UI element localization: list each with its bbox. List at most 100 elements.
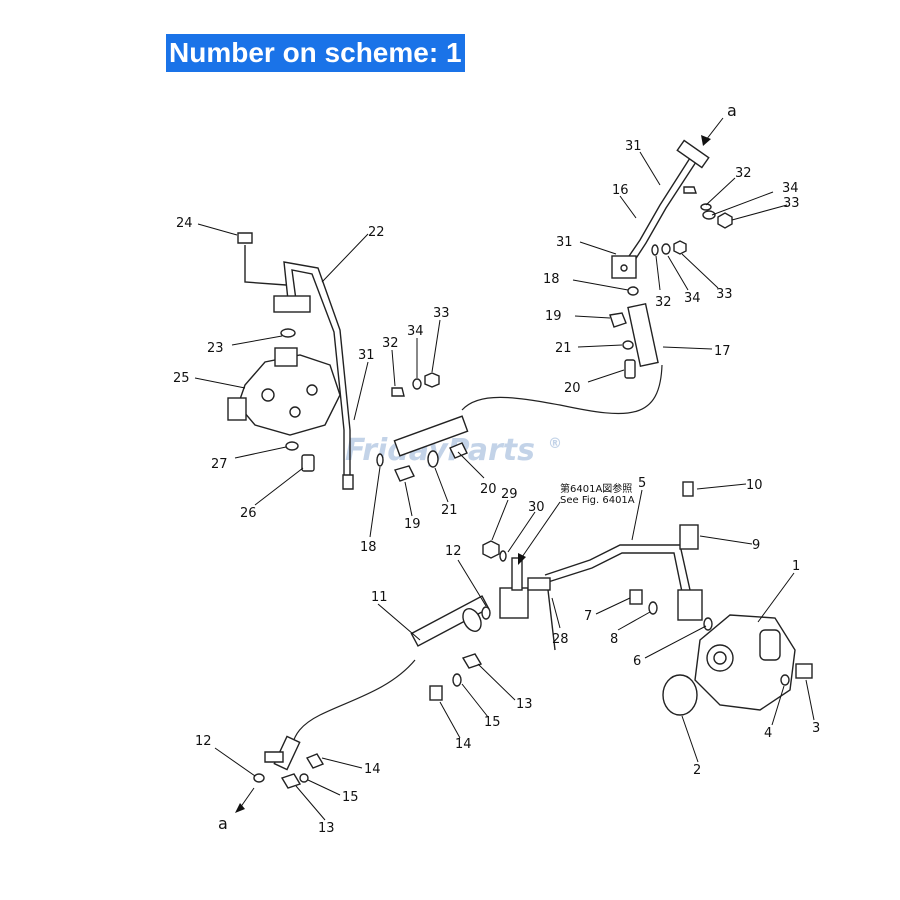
callout-21-left: 21	[441, 503, 458, 518]
callout-15-low: 15	[342, 790, 359, 805]
callout-22: 22	[368, 225, 385, 240]
callout-7: 7	[584, 609, 592, 624]
watermark-registered-mark: ®	[548, 436, 562, 452]
callout-a-top: a	[727, 101, 737, 120]
hardware-left	[376, 372, 469, 482]
callout-31-mid: 31	[556, 235, 573, 250]
hose-17-fitting	[627, 302, 659, 368]
callout-17: 17	[714, 344, 731, 359]
callout-34-mid: 34	[684, 291, 701, 306]
o-ring-2	[662, 674, 698, 716]
pipe-22-assembly	[237, 232, 354, 490]
callout-24: 24	[176, 216, 193, 231]
bolt-14-mid	[429, 685, 443, 701]
bolt-14-low	[305, 753, 325, 769]
callout-11: 11	[371, 590, 388, 605]
nut-33-left	[424, 372, 440, 388]
hose-end-fitting-left	[393, 415, 469, 457]
callout-15-mid: 15	[484, 715, 501, 730]
callout-28: 28	[552, 632, 569, 647]
hardware-top	[627, 203, 733, 296]
pipe-5-assembly	[482, 481, 713, 651]
bolt-10	[682, 481, 694, 497]
o-ring-23	[280, 328, 296, 338]
bolt-20-right	[624, 359, 636, 379]
note-line-en: See Fig. 6401A	[560, 495, 635, 506]
bolt-26	[301, 454, 315, 472]
callout-3: 3	[812, 721, 820, 736]
callout-13-mid: 13	[516, 697, 533, 712]
callout-19-left: 19	[404, 517, 421, 532]
callout-14-low: 14	[364, 762, 381, 777]
nut-29	[482, 540, 500, 559]
callout-9: 9	[752, 538, 760, 553]
callout-30: 30	[528, 500, 545, 515]
callout-1: 1	[792, 559, 800, 574]
note-line-jp: 第6401A図参照	[560, 482, 632, 495]
o-ring-18-left	[376, 453, 384, 467]
hose-17	[461, 302, 663, 415]
callout-10: 10	[746, 478, 763, 493]
o-ring-12-low	[253, 773, 265, 783]
callout-12-low: 12	[195, 734, 212, 749]
clamp-13-low	[280, 773, 302, 789]
callout-25: 25	[173, 371, 190, 386]
callout-19-right: 19	[545, 309, 562, 324]
bracket-30	[511, 557, 523, 591]
washer-21-right	[622, 340, 634, 350]
callout-33-mid: 33	[716, 287, 733, 302]
clamp-19-right	[609, 312, 627, 328]
washer-21-left	[427, 450, 439, 468]
callout-4: 4	[764, 726, 772, 741]
flange-28	[499, 587, 529, 619]
bracket-9	[679, 524, 699, 550]
bolt-7	[629, 589, 643, 605]
flange-top	[676, 139, 710, 169]
bolt-24	[237, 232, 253, 244]
callout-32-left: 32	[382, 336, 399, 351]
callout-leaders	[194, 117, 815, 821]
pipe-16-assembly	[611, 139, 710, 279]
callout-16: 16	[612, 183, 629, 198]
nut-33-mid	[673, 240, 687, 255]
callout-29: 29	[501, 487, 518, 502]
hydraulic-pump-1	[662, 614, 813, 716]
callout-20-right: 20	[564, 381, 581, 396]
washer-8	[648, 601, 658, 615]
callout-32-top: 32	[735, 166, 752, 181]
o-ring-18-right	[627, 286, 639, 296]
callout-20-left: 20	[480, 482, 497, 497]
callout-21-right: 21	[555, 341, 572, 356]
flange-pump-side	[677, 589, 703, 621]
callout-6: 6	[633, 654, 641, 669]
flange-22	[273, 295, 311, 313]
callout-13-low: 13	[318, 821, 335, 836]
clamp-19-left	[394, 465, 415, 482]
callout-33-top: 33	[783, 196, 800, 211]
o-ring-6	[703, 617, 713, 631]
callout-31-left: 31	[358, 348, 375, 363]
callout-26: 26	[240, 506, 257, 521]
callout-23: 23	[207, 341, 224, 356]
pipe-22-end	[342, 474, 354, 490]
callout-2: 2	[693, 763, 701, 778]
callout-12-mid: 12	[445, 544, 462, 559]
o-ring-12-mid	[481, 606, 491, 620]
nut-33-top	[717, 212, 733, 229]
callout-33-left: 33	[433, 306, 450, 321]
clamp-31-top	[683, 186, 697, 194]
bolt-3	[795, 663, 813, 679]
callout-a-low: a	[218, 814, 228, 833]
callout-5: 5	[638, 476, 646, 491]
callout-18-left: 18	[360, 540, 377, 555]
washer-27	[285, 441, 299, 451]
callout-31-top: 31	[625, 139, 642, 154]
clamp-13-mid	[461, 653, 483, 669]
callout-18-right: 18	[543, 272, 560, 287]
callout-14-mid: 14	[455, 737, 472, 752]
scheme-number-title: Number on scheme: 1	[166, 34, 465, 72]
callout-labels: a 31 32 34 33 16 31 32 34 33 18 19 21 17…	[173, 101, 820, 836]
washer-4	[780, 674, 790, 686]
washer-15-low	[299, 773, 309, 783]
